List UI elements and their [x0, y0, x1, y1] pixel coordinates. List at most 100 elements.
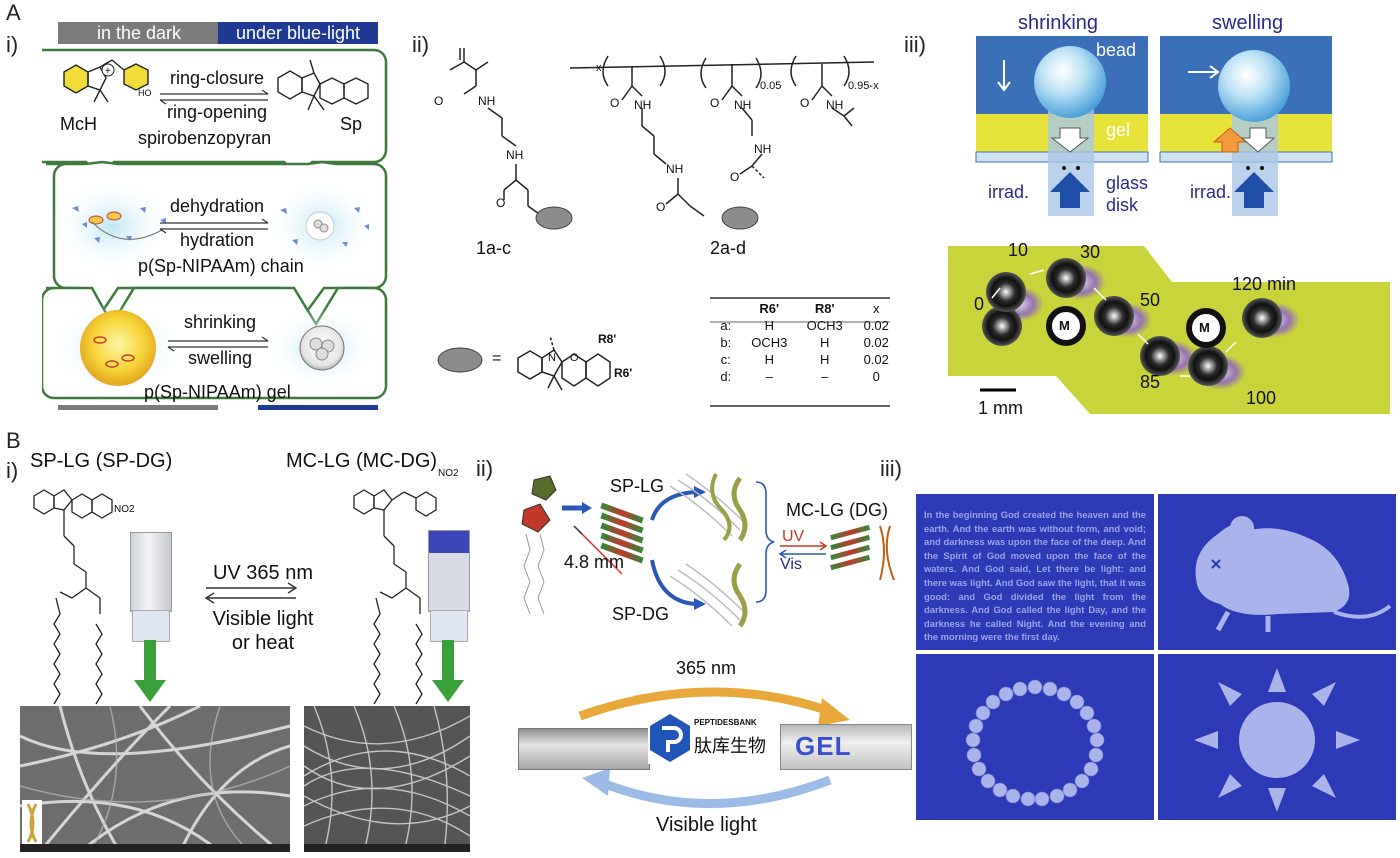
- spiro-n: N: [548, 352, 556, 364]
- swelling-label: swelling: [1212, 12, 1284, 34]
- swelling-label-scheme: swelling: [187, 348, 253, 368]
- spiro-r8: R8': [598, 332, 617, 346]
- time-label-10: 10: [1008, 240, 1029, 260]
- hexagon-logo-icon: [650, 714, 690, 762]
- table-cell: b:: [720, 335, 732, 350]
- table-header: R8': [814, 301, 835, 316]
- table-header: x: [872, 301, 880, 316]
- polymer-label: 2a-d: [710, 238, 747, 258]
- bead-schematic: shrinking swelling bead gel irrad. glass…: [974, 8, 1394, 240]
- table-row: b: OCH3 H 0.02: [710, 334, 900, 351]
- spiro-o: O: [570, 352, 579, 364]
- verse-text: In the beginning God created the heaven …: [924, 509, 1146, 643]
- mch-label: McH: [60, 114, 97, 134]
- time-label-0: 0: [974, 294, 985, 314]
- glass-disk-label: glass disk: [1106, 173, 1149, 215]
- distance-label: 4.8 mm: [564, 552, 625, 572]
- vial-mc-base: [430, 610, 468, 642]
- chem-structures: [437, 48, 890, 407]
- mono-o-label-2: O: [496, 196, 506, 210]
- gel-label: gel: [1106, 120, 1131, 140]
- visible-light-label: Visible light: [212, 608, 314, 630]
- table-header-row: R6' R8' x: [710, 300, 900, 317]
- chain-label: p(Sp-NIPAAm) chain: [138, 256, 304, 276]
- no2-right: NO2: [438, 468, 459, 479]
- monomer-label: 1a-c: [476, 238, 512, 258]
- vial-mc: [428, 530, 470, 612]
- ring-closure-label: ring-closure: [169, 68, 265, 88]
- shrinking-label-scheme: shrinking: [183, 312, 257, 332]
- assembly-schematic: [521, 473, 895, 628]
- panel-b-iii-label: iii): [880, 456, 902, 481]
- marker-m-left: M: [1059, 318, 1070, 333]
- table-cell: a:: [720, 318, 732, 333]
- dot-ring-pattern: [965, 679, 1105, 807]
- table-cell: H: [764, 352, 774, 367]
- sp-dg-branch-label: SP-DG: [612, 604, 670, 624]
- poly-nh-3: NH: [734, 98, 752, 112]
- gel-name-label: p(Sp-NIPAAm) gel: [144, 382, 291, 402]
- poly-sub-x: x: [596, 62, 602, 74]
- table-cell: 0.02: [863, 318, 889, 333]
- print-tile-mouse: [1158, 494, 1396, 650]
- sp-lg-branch-label: SP-LG: [610, 476, 665, 496]
- panel-b-ii-label: ii): [476, 456, 494, 481]
- visible-light-cycle-label: Visible light: [656, 814, 757, 836]
- table-header: R6': [759, 301, 780, 316]
- poly-nh-2: NH: [666, 162, 684, 176]
- table-row: a: H OCH3 0.02: [710, 317, 900, 334]
- or-heat-label: or heat: [231, 632, 295, 654]
- chemistry-a-ii: O NH NH O x 0.05 0.95-x O NH NH O O NH N…: [420, 40, 900, 420]
- watermark-logo: PEPTIDESBANK 肽库生物: [648, 712, 776, 764]
- bead-time-lapse: 0 10 30 50 85 100 120 min M M 1 mm: [944, 238, 1392, 420]
- table-cell: –: [821, 369, 829, 384]
- mc-lg-dg-label: MC-LG (DG): [786, 500, 888, 520]
- mc-lg-title: MC-LG (MC-DG): [286, 450, 438, 472]
- vial-sp-base: [132, 610, 170, 642]
- poly-o-2: O: [656, 200, 666, 214]
- dark-tab: in the dark: [58, 22, 220, 44]
- scheme-frames: +: [42, 48, 388, 410]
- vial-sp: [130, 532, 172, 612]
- poly-o-5: O: [800, 96, 810, 110]
- table-row: c: H H 0.02: [710, 351, 900, 368]
- sem-fibers-sp: [20, 706, 290, 852]
- table-cell: c:: [720, 352, 731, 367]
- panel-a-i-label: i): [6, 32, 19, 57]
- green-arrows: [134, 640, 464, 702]
- blue-light-tab: under blue-light: [218, 22, 378, 44]
- panel-a-iii-label: iii): [904, 32, 926, 57]
- table-cell: H: [820, 335, 830, 350]
- table-cell: H: [820, 352, 830, 367]
- scale-bar-label: 1 mm: [978, 398, 1023, 418]
- table-cell: d:: [720, 369, 732, 384]
- panel-b-i-label: i): [6, 458, 19, 483]
- irrad-label-left: irrad.: [988, 182, 1030, 202]
- poly-sub-005: 0.05: [760, 80, 782, 92]
- poly-nh-1: NH: [634, 98, 652, 112]
- table-cell: –: [765, 369, 773, 384]
- print-tile-dot-ring: [916, 654, 1154, 820]
- sem-fibers-mc: [304, 706, 470, 852]
- sp-label: Sp: [340, 114, 363, 134]
- poly-o-4: O: [730, 170, 740, 184]
- time-label-85: 85: [1140, 372, 1161, 392]
- poly-nh-4: NH: [754, 142, 772, 156]
- panel-a-ii-label: ii): [412, 32, 430, 57]
- table-cell: OCH3: [806, 318, 843, 333]
- gel-tube-left: [518, 728, 650, 770]
- gel-text: GEL: [795, 731, 852, 761]
- ring-opening-label: ring-opening: [166, 102, 268, 122]
- hydration-label: hydration: [179, 230, 255, 250]
- table-cell: 0.02: [863, 335, 889, 350]
- spiro-r6: R6': [614, 366, 633, 380]
- sp-lg-title: SP-LG (SP-DG): [30, 450, 173, 472]
- marker-m-right: M: [1199, 320, 1210, 335]
- table-row: d: – – 0: [710, 368, 900, 385]
- table-cell: OCH3: [751, 335, 788, 350]
- irrad-label-right: irrad.: [1190, 182, 1232, 202]
- mono-o-label: O: [434, 94, 444, 108]
- substituent-table: R6' R8' x a: H OCH3 0.02 b: OCH3 H 0.02 …: [710, 300, 900, 385]
- time-label-50: 50: [1140, 290, 1161, 310]
- table-cell: 0.02: [863, 352, 889, 367]
